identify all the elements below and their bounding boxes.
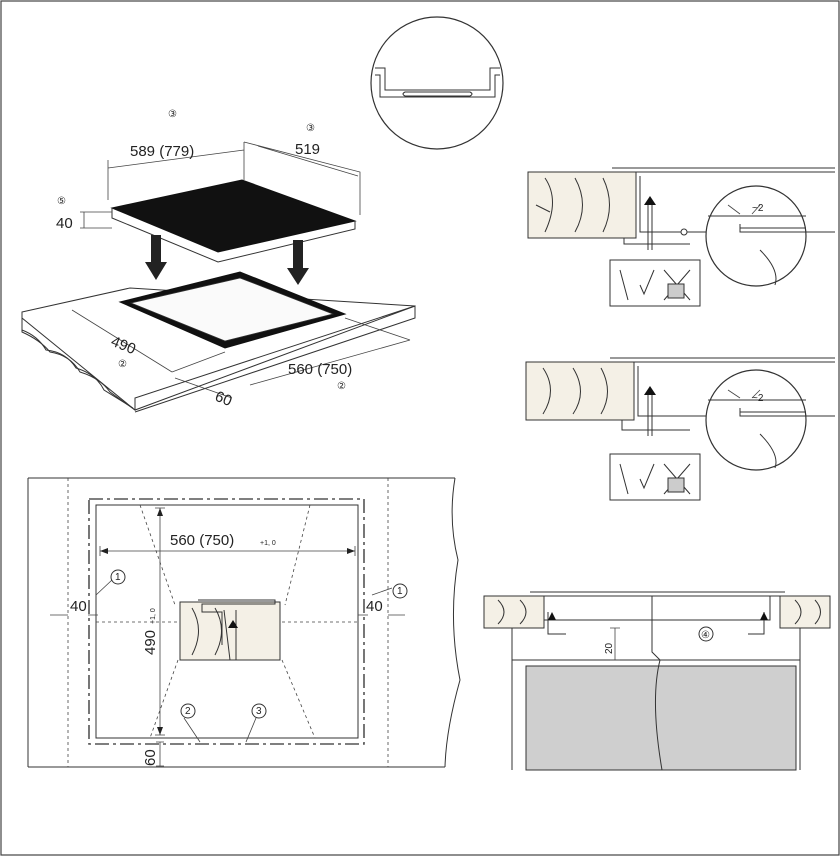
drop-arrow-left bbox=[145, 235, 167, 280]
section-note-4: ④ bbox=[701, 630, 710, 641]
note-5-height: ⑤ bbox=[57, 196, 66, 207]
note-3-width: ③ bbox=[168, 109, 177, 120]
plan-note-1-left: 1 bbox=[115, 572, 121, 583]
plan-depth-tolerance: +1, 0 bbox=[150, 608, 157, 624]
clamp-2-gap-label: ~2 bbox=[752, 393, 764, 404]
worktop-front-edge bbox=[21, 305, 416, 413]
clamp-detail-1 bbox=[527, 167, 835, 307]
worktop-wavy-cut bbox=[21, 329, 134, 409]
plan-width-tolerance: +1, 0 bbox=[260, 540, 276, 547]
plan-left-gap: 40 bbox=[70, 598, 87, 615]
drop-arrow-right bbox=[287, 240, 309, 285]
plan-right-gap: 40 bbox=[366, 598, 383, 615]
note-2-depth: ② bbox=[118, 359, 127, 370]
plan-front-gap: 60 bbox=[142, 749, 159, 766]
plan-note-3: 3 bbox=[256, 706, 262, 717]
hob-width-label: 589 (779) bbox=[130, 143, 194, 160]
hob-depth-label: 519 bbox=[295, 141, 320, 158]
plan-width-label: 560 (750) bbox=[170, 532, 234, 549]
plan-note-2: 2 bbox=[185, 706, 191, 717]
hob-height-label: 40 bbox=[56, 215, 73, 232]
section-view bbox=[483, 591, 831, 771]
isometric-hob-view bbox=[21, 141, 416, 413]
clamp-detail-2 bbox=[525, 357, 835, 501]
plan-note-1-right: 1 bbox=[397, 586, 403, 597]
plan-view bbox=[27, 477, 461, 768]
plan-depth-label: 490 bbox=[142, 630, 159, 655]
front-gap-label: 60 bbox=[213, 388, 235, 410]
section-clearance-label: 20 bbox=[604, 642, 615, 654]
clamp-1-gap-label: ~2 bbox=[752, 203, 764, 214]
note-2-width: ② bbox=[337, 381, 346, 392]
hob-body bbox=[111, 208, 356, 263]
cutout-width-label: 560 (750) bbox=[288, 361, 352, 378]
note-3-depth: ③ bbox=[306, 123, 315, 134]
worktop-outline bbox=[21, 287, 416, 411]
bracket-detail-circle bbox=[370, 16, 504, 150]
